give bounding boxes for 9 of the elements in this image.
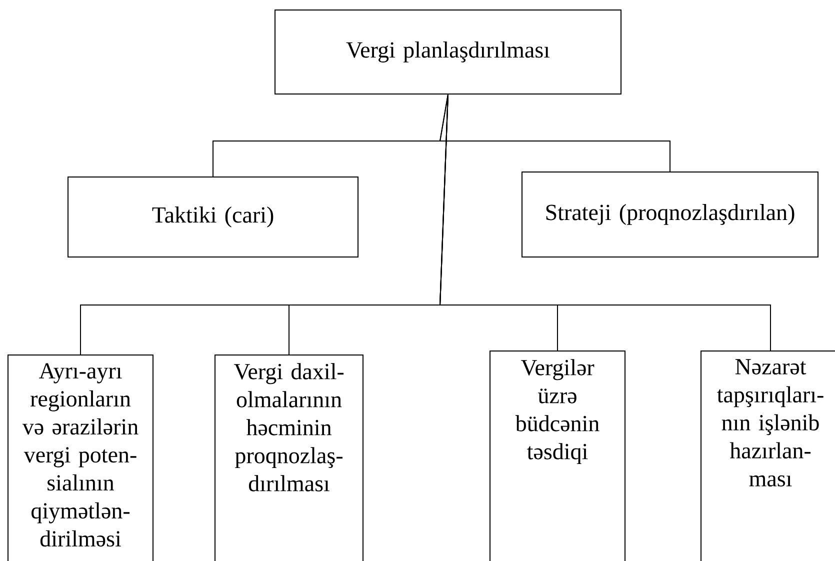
box: Vergi planlaşdırılması bbox=[274, 10, 622, 94]
box: Vergilər üzrə büdcənin təsdiqi bbox=[490, 350, 626, 561]
box: Nəzarət tapşırıqları- nın işlənib hazırlan- ması bbox=[700, 350, 835, 561]
connector-line bbox=[439, 94, 670, 172]
box: Strateji (proqnozlaşdırılan) bbox=[522, 171, 818, 258]
box: Vergi daxil- olmalarının həcminin proqnozlaş- dırılması bbox=[214, 354, 364, 561]
box: Taktiki (cari) bbox=[68, 176, 358, 258]
box: Ayrı-ayrı regionların və ərazilərin vergi poten- sialının qiymətlən- dirilməsi bbox=[8, 354, 154, 561]
connector-line bbox=[439, 94, 771, 352]
